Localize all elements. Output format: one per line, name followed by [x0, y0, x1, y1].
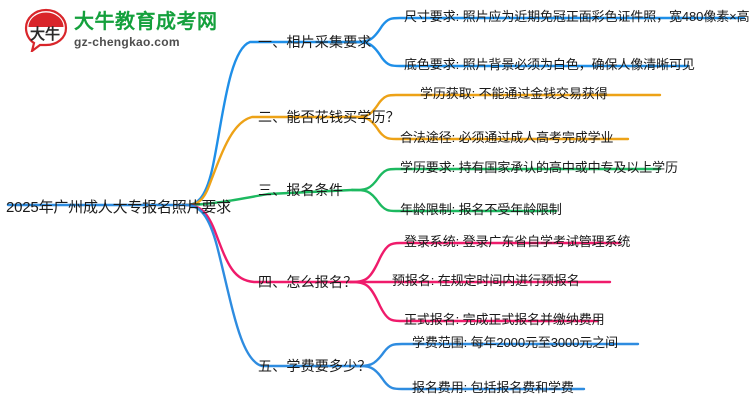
leaf-label-3-1[interactable]: 学历要求: 持有国家承认的高中或中专及以上学历 [400, 160, 678, 175]
leaf-label-4-2[interactable]: 预报名: 在规定时间内进行预报名 [392, 273, 580, 288]
branch-2-connector [184, 93, 662, 207]
logo-badge-icon: 大牛 [24, 8, 68, 54]
leaf-label-2-1[interactable]: 学历获取: 不能通过金钱交易获得 [420, 86, 608, 101]
root-node-label[interactable]: 2025年广州成人大专报名照片要求 [6, 199, 231, 216]
branch-label-2[interactable]: 二、能否花钱买学历？ [258, 109, 400, 125]
branch-label-3[interactable]: 三、报名条件 [258, 182, 344, 198]
site-logo: 大牛 大牛教育成考网 gz-chengkao.com [24, 8, 218, 54]
branch-3-connector [184, 167, 662, 213]
logo-text-block: 大牛教育成考网 gz-chengkao.com [74, 12, 218, 48]
leaf-label-3-2[interactable]: 年龄限制: 报名不受年龄限制 [400, 202, 562, 217]
logo-domain: gz-chengkao.com [74, 35, 180, 49]
branch-1-connector [184, 16, 746, 207]
leaf-label-1-1[interactable]: 尺寸要求: 照片应为近期免冠正面彩色证件照，宽480像素×高640像素 [404, 9, 750, 24]
logo-title: 大牛教育成考网 [74, 11, 218, 33]
leaf-label-5-2[interactable]: 报名费用: 包括报名费和学费 [412, 380, 574, 395]
branch-label-4[interactable]: 四、怎么报名？ [258, 274, 358, 290]
svg-text:大牛: 大牛 [30, 25, 60, 43]
leaf-label-4-3[interactable]: 正式报名: 完成正式报名并缴纳费用 [404, 312, 605, 327]
branch-4-connector [184, 203, 622, 323]
leaf-label-5-1[interactable]: 学费范围: 每年2000元至3000元之间 [412, 335, 618, 350]
leaf-label-1-2[interactable]: 底色要求: 照片背景必须为白色，确保人像清晰可见 [404, 57, 695, 72]
leaf-label-4-1[interactable]: 登录系统: 登录广东省自学考试管理系统 [404, 234, 631, 249]
branch-label-1[interactable]: 一、相片采集要求 [258, 34, 372, 50]
leaf-label-2-2[interactable]: 合法途径: 必须通过成人高考完成学业 [400, 130, 614, 145]
branch-5-connector [184, 203, 640, 391]
logo-badge-svg: 大牛 [24, 8, 68, 54]
branch-label-5[interactable]: 五、学费要多少？ [258, 358, 372, 374]
